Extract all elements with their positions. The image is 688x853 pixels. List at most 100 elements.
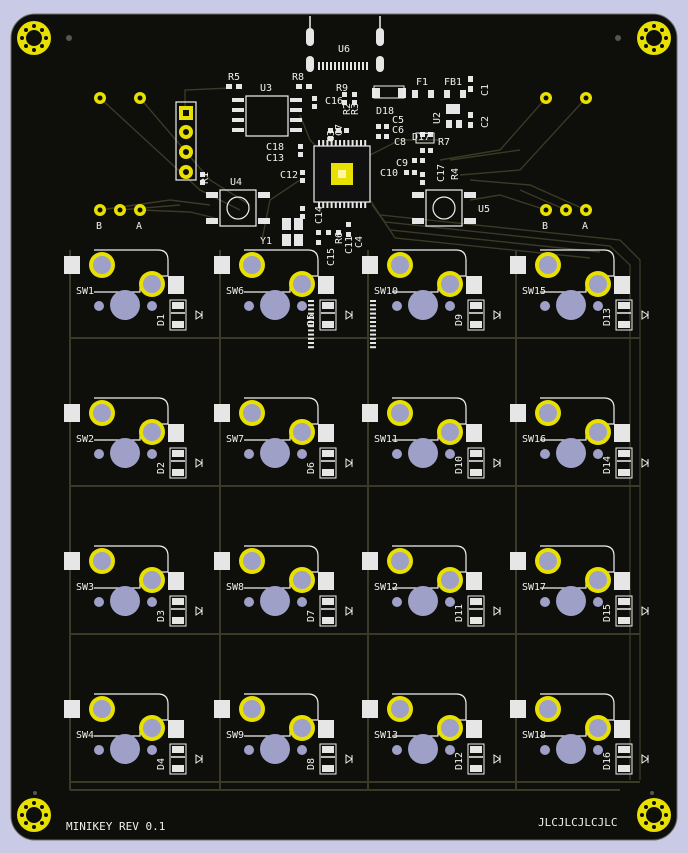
usb-label: U6 xyxy=(338,44,350,55)
label-c10: C10 xyxy=(380,168,398,179)
key-switch: SW18 xyxy=(510,693,630,764)
label-fb1: FB1 xyxy=(444,77,462,88)
diode-label: D12 xyxy=(454,752,465,770)
label-c5: C5 xyxy=(392,115,404,126)
label-r7: R7 xyxy=(438,137,450,148)
label-r6: R6 xyxy=(334,232,345,244)
label-c1: C1 xyxy=(480,84,491,96)
mounting-hole-top-left xyxy=(17,21,51,55)
switch-label: SW11 xyxy=(374,434,398,445)
key-switch: SW13 xyxy=(362,693,482,764)
label-c11: C11 xyxy=(344,236,355,254)
diode-label: D4 xyxy=(156,758,167,770)
key-switch: SW9 xyxy=(214,693,334,764)
flash-chip: U3 xyxy=(232,83,302,137)
switch-diode: D10 xyxy=(454,447,501,479)
label-d17: D17 xyxy=(412,132,430,143)
label-c4: C4 xyxy=(354,236,365,248)
label-r4: R4 xyxy=(450,168,461,180)
label-c2: C2 xyxy=(480,116,491,128)
encoder-top-right xyxy=(540,92,592,104)
switch-label: SW9 xyxy=(226,730,244,741)
label-c16: C16 xyxy=(325,96,343,107)
diode-label: D10 xyxy=(454,456,465,474)
label-r9: R9 xyxy=(336,83,348,94)
diode-label: D8 xyxy=(306,758,317,770)
label-c7: C7 xyxy=(334,124,345,136)
diode-label: D13 xyxy=(602,308,613,326)
encoder-left-pins: B A xyxy=(94,204,146,232)
label-r5: R5 xyxy=(228,72,240,83)
key-switch: SW7 xyxy=(214,397,334,468)
boot-button-footprint xyxy=(412,189,476,227)
key-switch: SW8 xyxy=(214,545,334,616)
mounting-hole-bottom-right xyxy=(637,798,671,832)
diode-label: D3 xyxy=(156,610,167,622)
switch-label: SW4 xyxy=(76,730,94,741)
switch-diode: D16 xyxy=(602,743,649,775)
switch-diode: D11 xyxy=(454,595,501,627)
diode-label: D1 xyxy=(156,314,167,326)
switch-diode: D7 xyxy=(306,595,353,627)
switch-label: SW6 xyxy=(226,286,244,297)
switch-label: SW10 xyxy=(374,286,398,297)
switch-label: SW18 xyxy=(522,730,546,741)
label-r3: R3 xyxy=(350,103,361,115)
encoder-right-a-label: A xyxy=(582,221,588,232)
label-f1: F1 xyxy=(416,77,428,88)
label-u5: U5 xyxy=(478,204,490,215)
usb-connector: U6 xyxy=(306,16,384,72)
key-switch: SW16 xyxy=(510,397,630,468)
mounting-hole-top-right xyxy=(637,21,671,55)
label-y1: Y1 xyxy=(260,236,272,247)
switch-diode: D2 xyxy=(156,447,203,479)
switch-label: SW16 xyxy=(522,434,546,445)
key-switch: SW3 xyxy=(64,545,184,616)
switch-diode: D12 xyxy=(454,743,501,775)
diode-label: D9 xyxy=(454,314,465,326)
switch-diode: D9 xyxy=(454,299,501,331)
label-u2: U2 xyxy=(432,112,443,124)
encoder-pads: B A B A xyxy=(94,92,592,232)
board-name-label: MINIKEY REV 0.1 xyxy=(66,820,165,833)
mounting-hole-bottom-left xyxy=(17,798,51,832)
label-c18: C18 xyxy=(266,142,284,153)
switch-diode: D14 xyxy=(602,447,649,479)
switch-diode: D13 xyxy=(602,299,649,331)
encoder-left-a-label: A xyxy=(136,221,142,232)
label-r2: R2 xyxy=(342,103,353,115)
diode-label: D14 xyxy=(602,456,613,474)
key-switch: SW4 xyxy=(64,693,184,764)
switch-label: SW2 xyxy=(76,434,94,445)
diode-label: D15 xyxy=(602,604,613,622)
label-c17: C17 xyxy=(436,164,447,182)
label-c9: C9 xyxy=(396,158,408,169)
reference-designators: R5 R8 R9 C16 R2 R3 C3 C7 D18 F1 FB1 C1 U… xyxy=(200,72,491,266)
encoder-right-pins: B A xyxy=(540,204,592,232)
key-switch: SW2 xyxy=(64,397,184,468)
diode-label: D5 xyxy=(306,314,317,326)
diode-label: D6 xyxy=(306,462,317,474)
crystal xyxy=(282,218,303,246)
key-switch: SW11 xyxy=(362,397,482,468)
key-switch: SW10 xyxy=(362,249,482,320)
diode-label: D16 xyxy=(602,752,613,770)
switch-label: SW1 xyxy=(76,286,94,297)
label-u4: U4 xyxy=(230,177,242,188)
key-switch: SW12 xyxy=(362,545,482,616)
switch-diode: D3 xyxy=(156,595,203,627)
label-c12: C12 xyxy=(280,170,298,181)
switch-diode: D8 xyxy=(306,743,353,775)
label-c14: C14 xyxy=(314,206,325,224)
label-c6: C6 xyxy=(392,125,404,136)
switch-diode: D6 xyxy=(306,447,353,479)
switch-label: SW8 xyxy=(226,582,244,593)
label-r1: R1 xyxy=(200,172,211,184)
key-switch: SW1 xyxy=(64,249,184,320)
key-switch: SW17 xyxy=(510,545,630,616)
label-c15: C15 xyxy=(326,248,337,266)
switch-label: SW13 xyxy=(374,730,398,741)
encoder-right-b-label: B xyxy=(542,221,548,232)
